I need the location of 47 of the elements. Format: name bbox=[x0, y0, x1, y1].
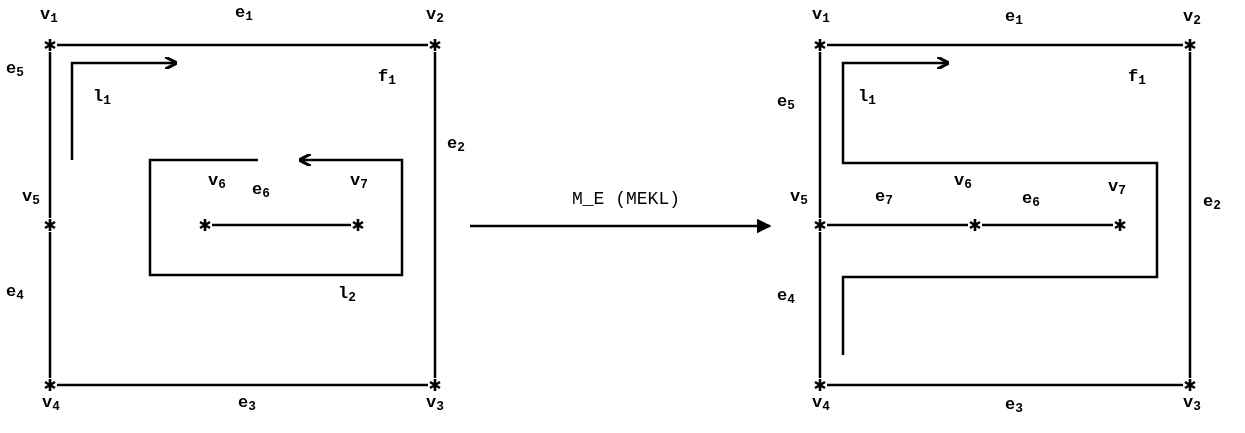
edge-line bbox=[57, 43, 428, 47]
edge-line bbox=[818, 232, 822, 378]
text-label: l$_{1}$ bbox=[858, 88, 876, 105]
vertex-label: v$_{6}$ bbox=[954, 172, 972, 189]
vertex-star bbox=[428, 378, 442, 392]
vertex-star bbox=[198, 218, 212, 232]
vertex-label: v$_{1}$ bbox=[40, 6, 58, 23]
arrow bbox=[470, 218, 772, 234]
vertex-label: v$_{6}$ bbox=[208, 172, 226, 189]
edge-line bbox=[1188, 52, 1192, 378]
vertex-label: v$_{3}$ bbox=[1183, 394, 1201, 411]
vertex-star bbox=[1183, 38, 1197, 52]
vertex-label: v$_{7}$ bbox=[350, 172, 368, 189]
vertex-star bbox=[813, 38, 827, 52]
edge-line bbox=[827, 223, 968, 227]
vertex-star bbox=[1183, 378, 1197, 392]
vertex-star bbox=[43, 218, 57, 232]
vertex-star bbox=[813, 218, 827, 232]
edge-line bbox=[57, 383, 428, 387]
vertex-label: v$_{4}$ bbox=[42, 394, 60, 411]
vertex-star bbox=[351, 218, 365, 232]
edge-line bbox=[818, 52, 822, 218]
edge-line bbox=[48, 232, 52, 378]
vertex-label: v$_{4}$ bbox=[812, 394, 830, 411]
vertex-star bbox=[1113, 218, 1127, 232]
vertex-label: v$_{1}$ bbox=[812, 6, 830, 23]
vertex-label: v$_{2}$ bbox=[1183, 8, 1201, 25]
edge-line bbox=[982, 223, 1113, 227]
edge-line bbox=[212, 223, 351, 227]
vertex-star bbox=[428, 38, 442, 52]
vertex-star bbox=[813, 378, 827, 392]
vertex-star bbox=[968, 218, 982, 232]
vertex-label: v$_{7}$ bbox=[1108, 178, 1126, 195]
vertex-label: v$_{2}$ bbox=[426, 6, 444, 23]
vertex-star bbox=[43, 38, 57, 52]
text-label: f$_{1}$ bbox=[378, 68, 396, 85]
vertex-label: v$_{3}$ bbox=[426, 394, 444, 411]
vertex-star bbox=[43, 378, 57, 392]
edge-line bbox=[433, 52, 437, 378]
vertex-label: v$_{5}$ bbox=[790, 188, 808, 205]
edge-line bbox=[827, 383, 1183, 387]
edge-line bbox=[827, 43, 1183, 47]
edge-line bbox=[48, 52, 52, 218]
vertex-label: v$_{5}$ bbox=[22, 188, 40, 205]
text-label: l$_{1}$ bbox=[93, 88, 111, 105]
text-label: l$_{2}$ bbox=[338, 285, 356, 302]
text-label: f$_{1}$ bbox=[1128, 68, 1146, 85]
